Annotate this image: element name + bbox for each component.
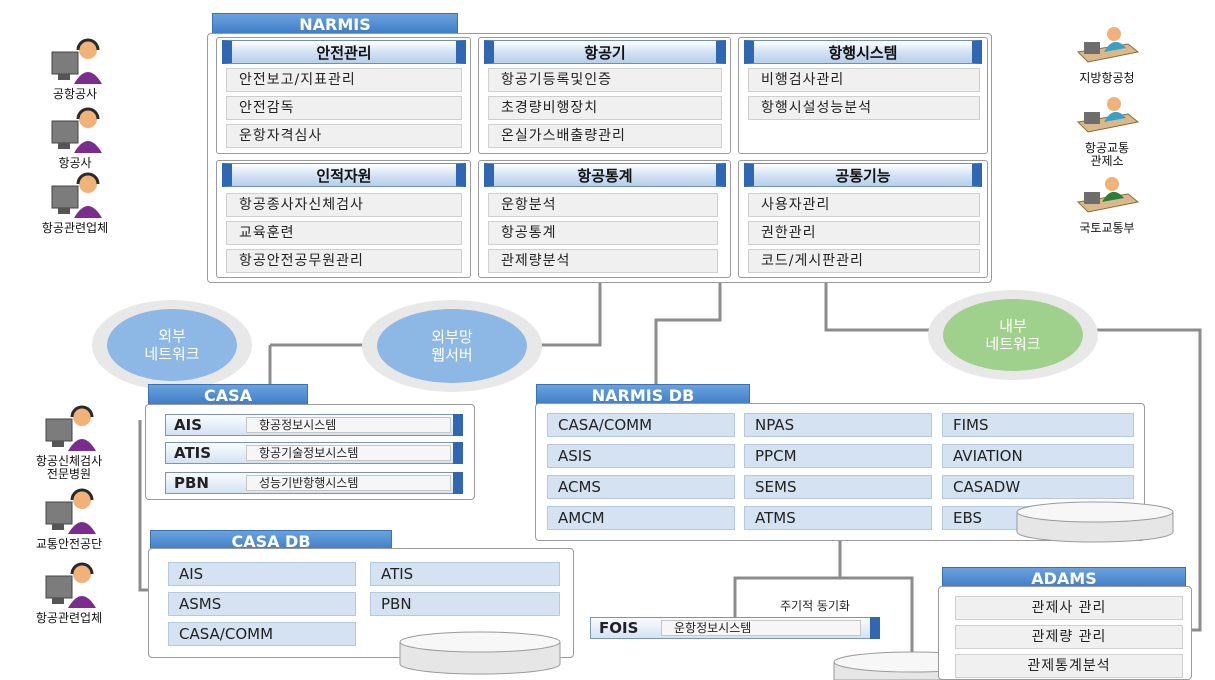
group-item[interactable]: 운항분석 (488, 193, 718, 217)
system-name: 운항정보시스템 (661, 620, 861, 636)
group-item[interactable]: 항공안전공무원관리 (226, 249, 462, 273)
sync-label: 주기적 동기화 (780, 599, 851, 613)
user-label: 항공신체검사 전문병원 (35, 454, 103, 481)
group-item[interactable]: 비행검사관리 (748, 68, 980, 92)
db-cell[interactable]: ATIS (370, 562, 560, 586)
desk-worker-icon (1072, 22, 1142, 70)
internal-network-node: 내부 네트워크 (928, 290, 1098, 380)
group-item[interactable]: 안전보고/지표관리 (226, 68, 462, 92)
external-network-node: 외부 네트워크 (92, 300, 252, 390)
system-code: AIS (174, 416, 202, 434)
operator-icon (34, 405, 104, 453)
web-server-label: 외부망 웹서버 (431, 328, 473, 364)
db-cell[interactable]: CASADW (942, 475, 1134, 499)
group-item[interactable]: 교육훈련 (226, 221, 462, 245)
db-cell[interactable]: PPCM (744, 444, 932, 468)
user-traffic-safety: 교통안전공단 (14, 488, 124, 551)
system-code: FOIS (599, 619, 639, 637)
group-item[interactable]: 권한관리 (748, 221, 980, 245)
casa-system-atis[interactable]: ATIS 항공기술정보시스템 (165, 442, 463, 464)
group-item[interactable]: 사용자관리 (748, 193, 980, 217)
user-airport-corp: 공항공사 (20, 38, 130, 101)
system-code: ATIS (174, 444, 212, 462)
db-cell[interactable]: ASIS (547, 444, 735, 468)
operator-icon (40, 172, 110, 220)
group-item[interactable]: 코드/게시판관리 (748, 249, 980, 273)
group-item[interactable]: 항공통계 (488, 221, 718, 245)
adams-item[interactable]: 관제사 관리 (955, 596, 1183, 620)
user-label: 항공관련업체 (35, 611, 103, 625)
casa-title: CASA (148, 384, 308, 406)
group-item[interactable]: 운항자격심사 (226, 124, 462, 148)
db-cell[interactable]: PBN (370, 592, 560, 616)
group-item[interactable]: 초경량비행장치 (488, 96, 722, 120)
group-header: 안전관리 (222, 40, 466, 64)
group-header: 항행시스템 (744, 40, 982, 64)
user-label: 교통안전공단 (35, 537, 103, 551)
operator-icon (40, 107, 110, 155)
adams-item[interactable]: 관제통계분석 (955, 654, 1183, 678)
db-cell[interactable]: FIMS (942, 413, 1134, 437)
db-cell[interactable]: CASA/COMM (168, 622, 356, 646)
group-item[interactable]: 안전감독 (226, 96, 462, 120)
user-label: 지방항공청 (1079, 71, 1135, 85)
user-aviation-company: 항공관련업체 (20, 172, 130, 235)
desk-worker-icon (1072, 92, 1142, 140)
operator-icon (34, 562, 104, 610)
user-regional-office: 지방항공청 (1052, 22, 1162, 85)
group-header: 인적자원 (222, 163, 466, 187)
group-item[interactable]: 항행시설성능분석 (748, 96, 980, 120)
system-name: 항공정보시스템 (246, 417, 451, 433)
db-cell[interactable]: AVIATION (942, 444, 1134, 468)
system-name: 성능기반항행시스템 (246, 475, 451, 491)
db-cell[interactable]: NPAS (744, 413, 932, 437)
user-label: 국토교통부 (1079, 221, 1135, 235)
system-code: PBN (174, 474, 209, 492)
user-aviation-company-2: 항공관련업체 (14, 562, 124, 625)
adams-item[interactable]: 관제량 관리 (955, 625, 1183, 649)
db-cell[interactable]: CASA/COMM (547, 413, 735, 437)
db-cell[interactable]: ASMS (168, 592, 356, 616)
group-item[interactable]: 관제량분석 (488, 249, 718, 273)
fois-system[interactable]: FOIS 운항정보시스템 (590, 617, 880, 639)
user-label: 공항공사 (52, 87, 98, 101)
user-label: 항공사 (58, 156, 92, 170)
db-cell[interactable]: AIS (168, 562, 356, 586)
external-network-label: 외부 네트워크 (144, 327, 200, 363)
group-header: 항공통계 (484, 163, 726, 187)
user-ministry: 국토교통부 (1052, 172, 1162, 235)
internal-network-label: 내부 네트워크 (985, 317, 1041, 353)
database-cylinder-icon (1016, 501, 1174, 543)
narmis-db-title: NARMIS DB (536, 384, 750, 406)
group-item[interactable]: 항공종사자신체검사 (226, 193, 462, 217)
desk-worker-icon (1072, 172, 1142, 220)
adams-title: ADAMS (942, 567, 1186, 589)
user-atc-center: 항공교통 관제소 (1052, 92, 1162, 168)
operator-icon (40, 38, 110, 86)
db-cell[interactable]: ATMS (744, 506, 932, 530)
casa-system-ais[interactable]: AIS 항공정보시스템 (165, 414, 463, 436)
user-medical-hospital: 항공신체검사 전문병원 (14, 405, 124, 481)
group-header: 항공기 (484, 40, 726, 64)
group-header: 공통기능 (744, 163, 982, 187)
user-label: 항공관련업체 (41, 221, 109, 235)
narmis-title: NARMIS (212, 13, 458, 35)
user-label: 항공교통 관제소 (1084, 141, 1130, 168)
db-cell[interactable]: AMCM (547, 506, 735, 530)
db-cell[interactable]: SEMS (744, 475, 932, 499)
web-server-node: 외부망 웹서버 (362, 300, 542, 392)
group-item[interactable]: 온실가스배출량관리 (488, 124, 722, 148)
db-cell[interactable]: ACMS (547, 475, 735, 499)
operator-icon (34, 488, 104, 536)
user-airline: 항공사 (20, 107, 130, 170)
database-cylinder-icon (399, 631, 561, 675)
system-name: 항공기술정보시스템 (246, 445, 451, 461)
group-item[interactable]: 항공기등록및인증 (488, 68, 722, 92)
casa-system-pbn[interactable]: PBN 성능기반항행시스템 (165, 472, 463, 494)
